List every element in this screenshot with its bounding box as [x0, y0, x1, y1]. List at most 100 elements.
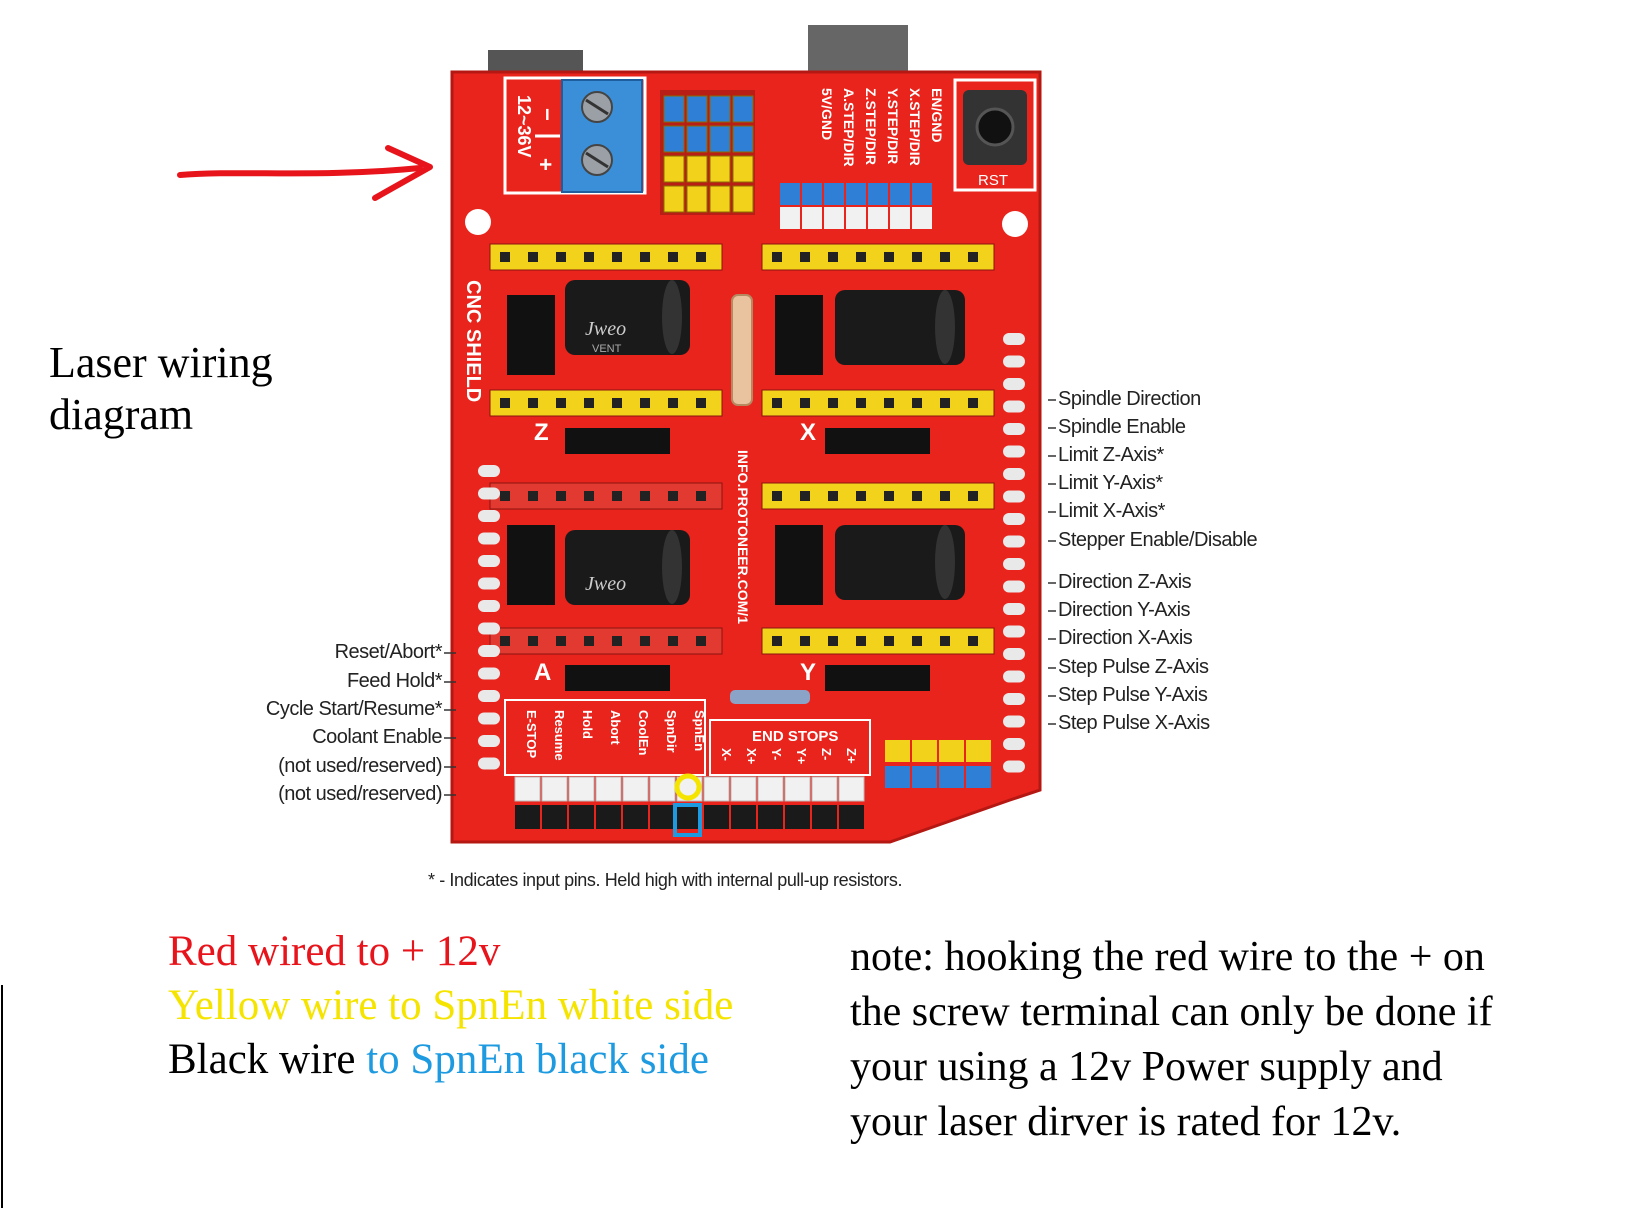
microstep-jumper-block — [507, 525, 555, 605]
left-annotation: Reset/Abort* — [334, 641, 443, 663]
microstep-jumper-block — [775, 525, 823, 605]
board-name: CNC SHIELD — [462, 280, 484, 402]
header-pin — [912, 740, 937, 762]
header-pin — [846, 183, 866, 205]
header-pin — [686, 125, 708, 153]
header-pin — [812, 805, 837, 829]
end-stops-label: END STOPS — [752, 728, 838, 745]
red-arrow-line — [177, 165, 423, 178]
axis-z-label: Z — [534, 419, 549, 446]
bottom-header-label: SpnEn — [692, 710, 707, 751]
edge-pin — [478, 757, 500, 770]
header-pin — [780, 183, 800, 205]
endstop-labels: X-X+Y-Y+Z-Z+ — [719, 748, 859, 765]
header-pin — [838, 776, 865, 802]
mounting-hole — [465, 209, 491, 235]
header-pin — [663, 185, 685, 213]
edge-pin — [478, 622, 500, 635]
header-pin — [596, 805, 621, 829]
axis-a-label: A — [534, 659, 551, 686]
header-pin — [731, 805, 756, 829]
legend-black: Black wire to SpnEn black side — [168, 1033, 733, 1087]
top-header-label: 5V/GND — [819, 88, 835, 140]
right-annotation: Direction Y-Axis — [1058, 599, 1191, 621]
edge-pin — [1003, 333, 1025, 345]
voltage-label: 12~36V — [514, 95, 534, 158]
capacitor-a: Jweo — [565, 530, 690, 605]
right-annotation: Spindle Direction — [1058, 388, 1201, 410]
annotation-ticks — [444, 399, 1056, 796]
header-pin — [939, 766, 964, 788]
edge-pin — [478, 487, 500, 500]
resistor-shape — [730, 690, 810, 704]
header-pin — [686, 185, 708, 213]
header-pin — [780, 207, 800, 229]
driver-socket-row — [761, 627, 995, 655]
axis-x-label: X — [800, 419, 816, 446]
edge-pin — [478, 712, 500, 725]
header-pin — [622, 776, 649, 802]
header-pin — [649, 776, 676, 802]
header-pin — [966, 766, 991, 788]
driver-socket-row — [761, 482, 995, 510]
edge-pin — [478, 667, 500, 680]
axis-y-label: Y — [800, 659, 816, 686]
header-pin — [732, 155, 754, 183]
board-url: INFO.PROTONEER.COM/1 — [735, 450, 751, 624]
black-header — [825, 665, 930, 691]
header-pin — [704, 805, 729, 829]
right-edge-pins — [1003, 333, 1025, 773]
edge-pin — [1003, 670, 1025, 683]
header-pin — [732, 95, 754, 123]
capacitor-y — [835, 525, 965, 600]
edge-pin — [1003, 423, 1025, 435]
header-pin — [650, 805, 675, 829]
edge-pin — [1003, 558, 1025, 570]
edge-pin — [478, 645, 500, 657]
microstep-jumper-block — [507, 295, 555, 375]
left-edge-pins — [478, 465, 500, 770]
header-pin — [568, 776, 595, 802]
header-pin — [686, 95, 708, 123]
edge-pin — [1003, 355, 1025, 368]
edge-pin — [1003, 760, 1025, 773]
header-pin — [709, 125, 731, 153]
left-annotation: (not used/reserved) — [278, 755, 442, 777]
note-line-3: your using a 12v Power supply and — [850, 1044, 1443, 1090]
header-pin — [912, 183, 932, 205]
capacitor-z: Jweo VENT — [565, 280, 690, 355]
edge-pin — [1003, 693, 1025, 705]
bottom-header-label: E-STOP — [524, 710, 539, 758]
endstop-label: Y- — [769, 748, 784, 760]
header-pin — [623, 805, 648, 829]
header-pin — [709, 95, 731, 123]
top-right-header — [780, 183, 932, 229]
edge-pin — [1003, 625, 1025, 638]
header-pin — [785, 805, 810, 829]
footnote: * - Indicates input pins. Held high with… — [428, 870, 903, 890]
left-annotation: Coolant Enable — [312, 726, 442, 748]
right-annotation: Step Pulse Y-Axis — [1058, 684, 1208, 706]
header-pin — [811, 776, 838, 802]
driver-socket-row — [489, 389, 723, 417]
edge-pin — [478, 690, 500, 702]
top-header-label: Y.STEP/DIR — [885, 88, 901, 164]
edge-pin — [478, 735, 500, 747]
title-line-1: Laser wiring — [49, 338, 273, 387]
header-pin — [912, 766, 937, 788]
note-line-4: your laser dirver is rated for 12v. — [850, 1099, 1402, 1145]
right-annotation: Limit X-Axis* — [1058, 500, 1165, 522]
header-pin — [542, 805, 567, 829]
endstop-label: Z- — [819, 748, 834, 760]
note-line-1: note: hooking the red wire to the + on — [850, 934, 1485, 980]
legend-yellow: Yellow wire to SpnEn white side — [168, 982, 734, 1029]
driver-socket-row — [489, 482, 723, 510]
wiring-note: note: hooking the red wire to the + on t… — [850, 930, 1630, 1150]
wiring-legend: Red wired to + 12v Yellow wire to SpnEn … — [168, 925, 733, 1087]
bottom-header-label: SpnDir — [664, 710, 679, 753]
header-pin — [824, 207, 844, 229]
edge-pin — [1003, 535, 1025, 548]
driver-socket-row — [489, 243, 723, 271]
header-pin — [514, 776, 541, 802]
